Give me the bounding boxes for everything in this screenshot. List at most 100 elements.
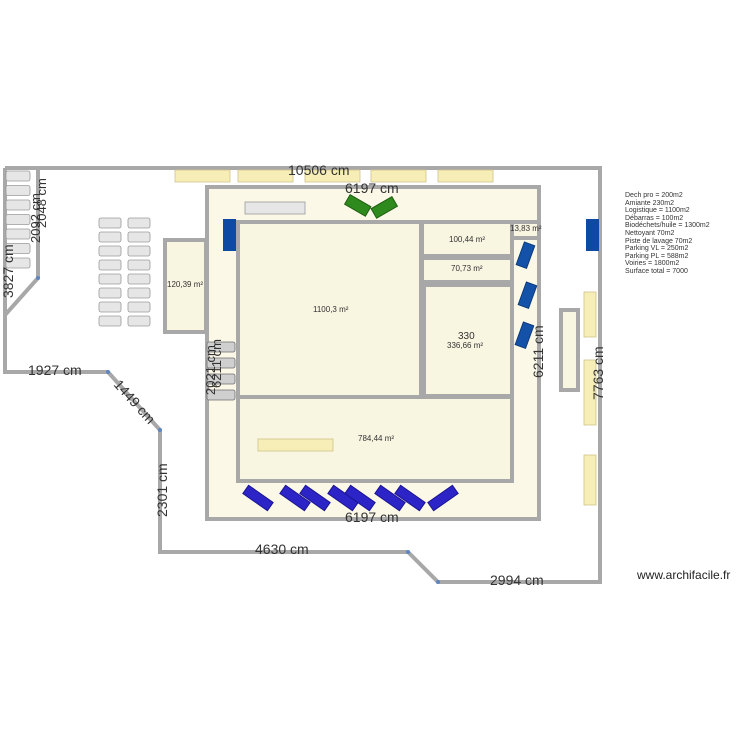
room-side xyxy=(163,238,208,334)
dim-outer-right: 7763 cm xyxy=(590,346,606,400)
room-main xyxy=(236,220,423,399)
right-kiosk xyxy=(559,308,580,392)
truck-blue-2 xyxy=(279,484,311,512)
dim-diagonal-left: 1449 cm xyxy=(111,376,159,427)
parked-car xyxy=(127,315,151,327)
inner-top-parking xyxy=(244,201,306,215)
room-b xyxy=(420,256,514,284)
legend-line: Piste de lavage 70m2 xyxy=(625,237,693,245)
room-c xyxy=(422,283,514,398)
vertex-5 xyxy=(436,580,440,584)
top-parking-row-5 xyxy=(437,169,494,183)
dim-building-top: 6197 cm xyxy=(345,180,399,196)
truck-navy-2 xyxy=(517,281,538,309)
area-main: 1100,3 m² xyxy=(313,305,349,314)
area-room-d: 13,83 m² xyxy=(510,224,542,233)
green-trucks xyxy=(343,193,399,219)
truck-blue-5 xyxy=(344,484,376,512)
truck-blue-7 xyxy=(394,484,426,512)
room-a xyxy=(420,220,514,258)
dim-vertical-lower: 2301 cm xyxy=(154,463,170,517)
parked-car xyxy=(206,357,236,369)
watermark: www.archifacile.fr xyxy=(637,568,731,582)
parked-car xyxy=(127,245,151,257)
dim-bottom-mid: 4630 cm xyxy=(255,541,309,557)
dim-building-right: 6211 cm xyxy=(530,325,546,378)
parked-car xyxy=(98,217,122,229)
legend-line: Parking PL = 588m2 xyxy=(625,252,689,260)
top-parking-row-4 xyxy=(370,169,427,183)
legend-line: Débarras = 100m2 xyxy=(625,214,684,222)
parked-car xyxy=(5,243,31,254)
dim-building-bottom: 6197 cm xyxy=(345,509,399,525)
truck-green-1 xyxy=(343,193,372,217)
parked-car xyxy=(127,273,151,285)
area-lower: 784,44 m² xyxy=(358,434,394,443)
door-marker-right xyxy=(586,219,599,251)
right-parking-2 xyxy=(583,359,597,426)
top-parking-row-2 xyxy=(237,169,294,183)
dim-top-total: 10506 cm xyxy=(288,162,349,178)
truck-blue-6 xyxy=(374,484,406,512)
building-side-parking xyxy=(206,341,236,401)
legend-line: Amiante 230m2 xyxy=(625,199,675,207)
dim-left-upper: 2092 cm xyxy=(28,193,43,243)
left-parking-column xyxy=(5,170,31,269)
parked-car xyxy=(98,259,122,271)
truck-blue-3 xyxy=(299,484,331,512)
area-room-b: 70,73 m² xyxy=(451,264,483,273)
truck-navy-3 xyxy=(514,321,535,349)
door-marker-left xyxy=(223,219,236,251)
vertex-2 xyxy=(106,370,110,374)
parked-car xyxy=(127,301,151,313)
parked-car xyxy=(5,214,31,225)
parked-car xyxy=(5,170,31,182)
parked-car xyxy=(206,341,236,353)
right-parking xyxy=(583,291,597,506)
parked-car xyxy=(98,287,122,299)
parked-car xyxy=(5,199,31,211)
truck-navy-1 xyxy=(515,241,536,269)
parked-car xyxy=(127,287,151,299)
legend-line: Biodéchets/huile = 1300m2 xyxy=(625,222,710,230)
truck-blue-8 xyxy=(427,484,459,512)
right-parking-1 xyxy=(583,291,597,338)
dim-bottom-right: 2994 cm xyxy=(490,572,544,588)
room-d xyxy=(510,220,541,240)
parked-car xyxy=(5,257,31,269)
vertex-markers xyxy=(36,276,440,584)
parked-car xyxy=(98,301,122,313)
dim-left-lower: 1927 cm xyxy=(28,362,82,378)
blue-trucks xyxy=(242,484,459,512)
car-parking-grid xyxy=(98,217,151,327)
area-side: 120,39 m² xyxy=(167,280,203,289)
right-parking-3 xyxy=(583,454,597,506)
area-room-c-label: 330 xyxy=(458,331,475,342)
navy-trucks xyxy=(514,241,538,349)
vertex-4 xyxy=(406,550,410,554)
parked-car xyxy=(206,389,236,401)
area-room-a: 100,44 m² xyxy=(449,235,485,244)
dim-left-mid: 3827 cm xyxy=(0,244,16,298)
legend-line: Dech pro = 200m2 xyxy=(625,192,683,199)
legend-line: Logistique = 1100m2 xyxy=(625,207,690,215)
legend-line: Surface total = 7000 xyxy=(625,267,688,275)
parked-car xyxy=(127,259,151,271)
top-parking-row-1 xyxy=(174,169,231,183)
truck-green-2 xyxy=(370,195,399,219)
legend-line: Nettoyant 70m2 xyxy=(625,229,675,237)
legend-line: Voiries = 1800m2 xyxy=(625,260,680,268)
vertex-1 xyxy=(36,276,40,280)
dim-building-left: 2021 cm xyxy=(203,345,218,395)
area-room-c: 336,66 m² xyxy=(447,341,483,350)
parked-car xyxy=(127,217,151,229)
parked-car xyxy=(5,185,31,196)
top-parking-row-3 xyxy=(304,169,361,183)
lower-room-parking xyxy=(257,438,334,452)
parked-car xyxy=(127,231,151,243)
parked-car xyxy=(98,231,122,243)
top-parking xyxy=(174,169,494,215)
parked-car xyxy=(5,228,31,240)
